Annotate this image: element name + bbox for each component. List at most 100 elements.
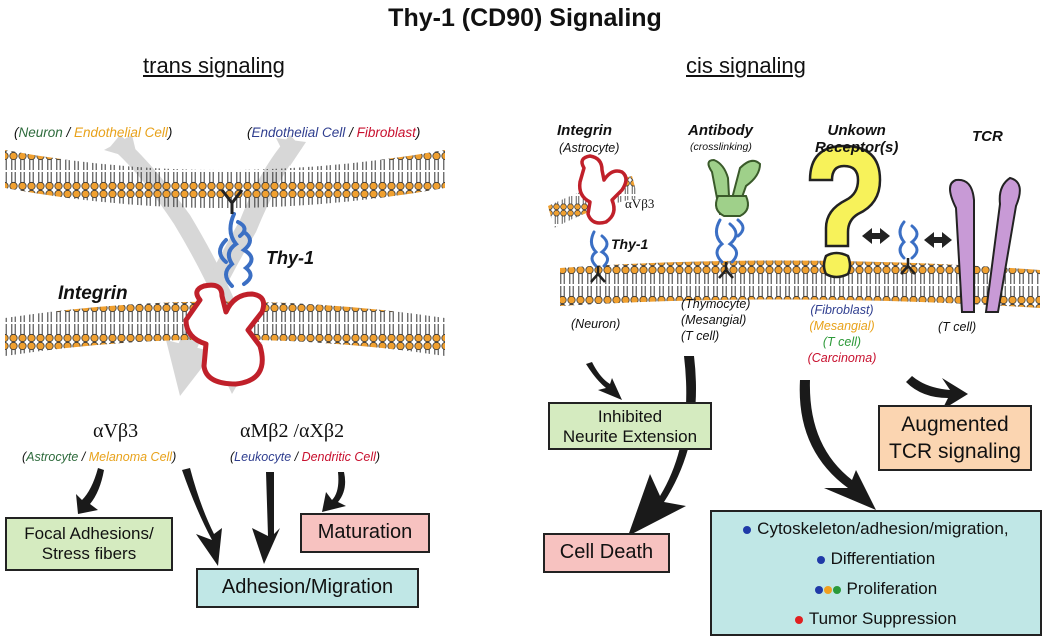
grey-arrow-right-head bbox=[166, 340, 214, 396]
trans-gpi-anchor bbox=[220, 189, 244, 214]
focal-adhesions-box: Focal Adhesions/ Stress fibers bbox=[5, 517, 173, 571]
cell-mesangial: (Mesangial) bbox=[809, 319, 875, 333]
cell-death-box: Cell Death bbox=[543, 533, 670, 573]
cis-black-arrows bbox=[586, 356, 968, 536]
cis-tcr-label: TCR bbox=[972, 128, 1003, 145]
cis-unknown-cells: (Fibroblast) (Mesangial) (T cell) (Carci… bbox=[802, 302, 882, 366]
text-paren: ) bbox=[375, 450, 381, 464]
outcome-text: Tumor Suppression bbox=[808, 609, 957, 628]
unknown-line-1: Unkown bbox=[827, 122, 886, 139]
augmented-line-1: Augmented bbox=[901, 413, 1009, 436]
text-paren: ( bbox=[230, 450, 235, 464]
antibody-shape bbox=[707, 158, 762, 217]
dot-red bbox=[795, 615, 804, 624]
neurite-line-2: Neurite Extension bbox=[562, 426, 698, 446]
trans-cells-right: (Endothelial Cell / Fibroblast) bbox=[247, 125, 420, 140]
arrow-to-adhesion-2 bbox=[252, 472, 280, 564]
focal-line-2: Stress fibers bbox=[41, 543, 137, 563]
arrow-to-adhesion-1 bbox=[182, 468, 222, 566]
dot-blue bbox=[743, 525, 752, 534]
cis-thy1-b bbox=[715, 218, 745, 264]
maturation-box: Maturation bbox=[300, 513, 430, 553]
augmented-tcr-box: Augmented TCR signaling bbox=[878, 405, 1032, 471]
trans-amb2-cells: (Leukocyte / Dendritic Cell) bbox=[230, 450, 380, 464]
text-melanoma: Melanoma Cell bbox=[88, 450, 173, 464]
trans-thy1 bbox=[218, 212, 254, 288]
trans-black-arrows bbox=[76, 468, 346, 566]
text-paren: ( bbox=[14, 125, 19, 140]
diagram-title: Thy-1 (CD90) Signaling bbox=[388, 4, 662, 32]
trans-integrin-label: Integrin bbox=[58, 283, 128, 304]
cell-fibroblast: (Fibroblast) bbox=[810, 303, 874, 317]
cis-double-arrows bbox=[862, 228, 952, 248]
trans-avb3-cells: (Astrocyte / Melanoma Cell) bbox=[22, 450, 176, 464]
cis-thy1-c bbox=[898, 220, 919, 260]
cis-antibody-cells: (Thymocyte) (Mesangial) (T cell) bbox=[681, 296, 750, 344]
text-paren: ) bbox=[167, 125, 173, 140]
cell-tcell: (T cell) bbox=[822, 335, 862, 349]
outcome-tumor: Tumor Suppression bbox=[712, 604, 1040, 634]
cis-gpi-anchors bbox=[590, 258, 916, 283]
text-paren: ) bbox=[172, 450, 177, 464]
text-paren: ( bbox=[247, 125, 252, 140]
arrow-to-neurite bbox=[586, 362, 622, 400]
cis-integrin-sub: (Astrocyte) bbox=[559, 141, 620, 155]
cis-integrin-label: Integrin bbox=[557, 122, 612, 139]
arrow-to-maturation bbox=[322, 472, 346, 512]
cis-thy1-group bbox=[589, 218, 919, 268]
outcome-text: Cytoskeleton/adhesion/migration, bbox=[757, 519, 1009, 538]
cis-membrane bbox=[560, 260, 1040, 308]
cis-antibody-sub: (crosslinking) bbox=[690, 141, 752, 153]
text-fibroblast: Fibroblast bbox=[356, 125, 416, 140]
text-slash: / bbox=[62, 125, 75, 140]
tcr-shape bbox=[949, 176, 1021, 313]
outcome-text: Proliferation bbox=[846, 579, 938, 598]
outcomes-box: Cytoskeleton/adhesion/migration, Differe… bbox=[710, 510, 1042, 636]
focal-line-1: Focal Adhesions/ bbox=[24, 524, 154, 543]
arrow-to-focal bbox=[76, 468, 104, 514]
trans-integrin bbox=[183, 282, 267, 387]
dot-blue bbox=[814, 585, 823, 594]
adhesion-migration-box: Adhesion/Migration bbox=[196, 568, 419, 608]
dot-orange bbox=[823, 585, 832, 594]
text-slash: / bbox=[291, 450, 302, 464]
arrow-to-celldeath bbox=[628, 356, 696, 536]
dot-blue bbox=[816, 555, 825, 564]
unknown-line-2: Receptor(s) bbox=[815, 139, 899, 156]
cis-heading: cis signaling bbox=[686, 53, 806, 78]
trans-heading: trans signaling bbox=[143, 53, 285, 78]
cis-unknown-label: Unkown Receptor(s) bbox=[815, 122, 898, 156]
trans-cells-left: (Neuron / Endothelial Cell) bbox=[14, 125, 172, 140]
outcome-cytoskeleton: Cytoskeleton/adhesion/migration, bbox=[712, 514, 1040, 544]
cell-carcinoma: (Carcinoma) bbox=[807, 351, 877, 365]
outcome-proliferation: Proliferation bbox=[712, 574, 1040, 604]
text-slash: / bbox=[345, 125, 357, 140]
text-endothelial: Endothelial Cell bbox=[251, 125, 346, 140]
arrow-to-augmented bbox=[906, 376, 968, 410]
cis-thy1-a bbox=[589, 230, 609, 268]
text-neuron: Neuron bbox=[18, 125, 63, 140]
cis-neuron-label: (Neuron) bbox=[571, 317, 621, 331]
augmented-line-2: TCR signaling bbox=[889, 440, 1021, 463]
cis-integrin bbox=[577, 154, 628, 225]
trans-avb3-label: αVβ3 bbox=[93, 420, 139, 442]
text-leukocyte: Leukocyte bbox=[234, 450, 292, 464]
grey-arrow-right-tail bbox=[276, 138, 306, 166]
unknown-receptor-shape bbox=[808, 144, 882, 279]
outcome-differentiation: Differentiation bbox=[712, 544, 1040, 574]
inhibited-neurite-box: Inhibited Neurite Extension bbox=[548, 402, 712, 450]
cis-tcell-label: (T cell) bbox=[938, 320, 977, 334]
grey-arrow-left-tail bbox=[104, 135, 138, 160]
text-astrocyte: Astrocyte bbox=[26, 450, 79, 464]
trans-membrane-top bbox=[5, 150, 445, 208]
text-paren: ) bbox=[415, 125, 421, 140]
dot-green bbox=[832, 585, 841, 594]
cell-thymocyte: (Thymocyte) bbox=[681, 297, 751, 311]
text-slash: / bbox=[78, 450, 89, 464]
cis-avb3-label: αVβ3 bbox=[625, 196, 655, 211]
cis-antibody-label: Antibody bbox=[688, 122, 753, 139]
trans-thy1-label: Thy-1 bbox=[266, 248, 315, 268]
cell-tcell: (T cell) bbox=[681, 329, 720, 343]
